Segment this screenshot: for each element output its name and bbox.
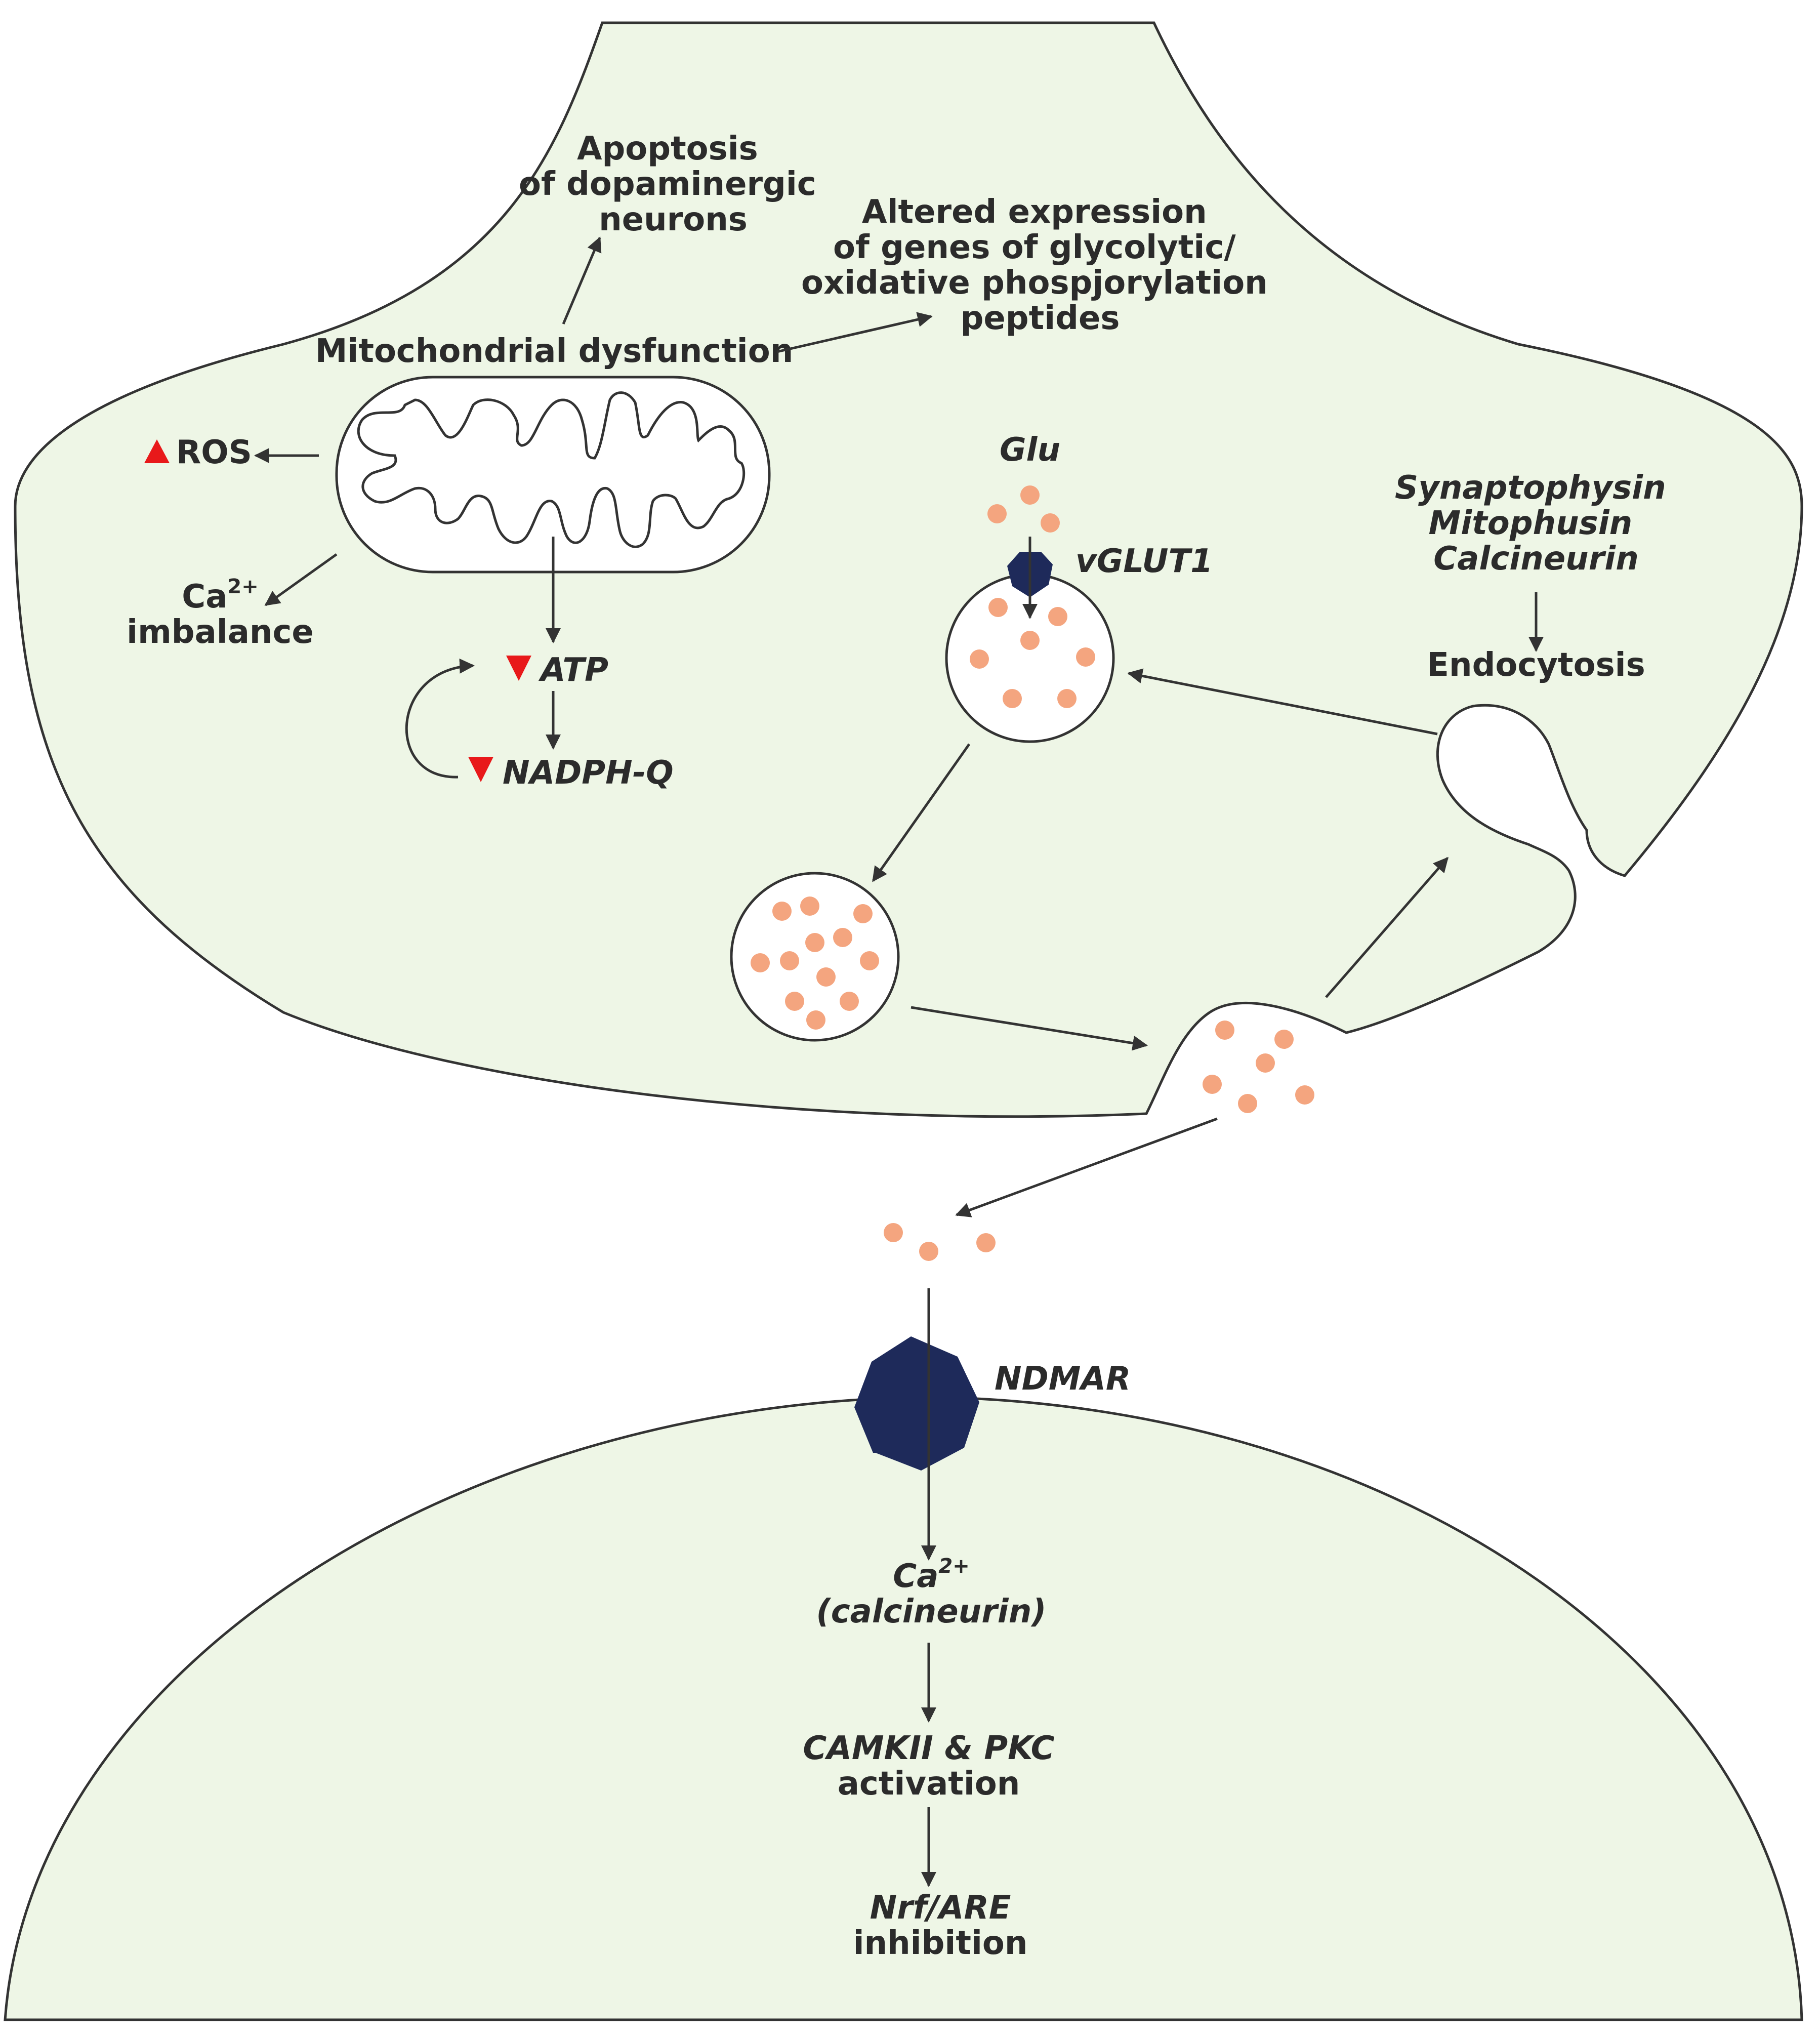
- arrow-vesicle-to-full-vesicle: [872, 743, 971, 882]
- mitochondrial-dysfunction-label: Mitochondrial dysfunction: [315, 333, 794, 370]
- ca-superscript: 2+: [227, 575, 258, 598]
- altered-expression-label: Altered expression of genes of glycolyti…: [801, 193, 1279, 337]
- arrow-release-to-endocytosis: [1325, 857, 1449, 998]
- altered-line-2: of genes of glycolytic/: [833, 229, 1236, 266]
- arrow-mito-to-altered-expression: [776, 312, 933, 353]
- ca2-label: Ca2+: [893, 1555, 970, 1595]
- arrow-release-to-cleft: [955, 1117, 1218, 1217]
- nadph-q-label: NADPH-Q: [503, 754, 674, 792]
- proteins-label: Synaptophysin Mitophusin Calcineurin: [1395, 469, 1677, 578]
- altered-line-3: oxidative phospjorylation: [801, 264, 1268, 302]
- ros-up-marker: [144, 439, 170, 463]
- ndmar-label: NDMAR: [995, 1360, 1131, 1398]
- ca-text: Ca: [182, 578, 227, 616]
- ros-label: ROS: [176, 434, 252, 471]
- ca-imbalance-label-1: Ca2+: [182, 575, 259, 616]
- activation-label: activation: [838, 1765, 1020, 1803]
- altered-line-4: peptides: [961, 300, 1120, 337]
- calcineurin-paren-label: (calcineurin): [816, 1593, 1046, 1631]
- altered-line-1: Altered expression: [862, 193, 1207, 231]
- apoptosis-line-2: of dopaminergic: [519, 166, 816, 203]
- ca2-superscript: 2+: [938, 1555, 969, 1578]
- arrows: [254, 236, 1544, 1887]
- arrow-nadph-feedback-to-atp: [405, 658, 475, 779]
- arrow-endocytosis-to-vesicle: [1127, 668, 1438, 736]
- atp-down-marker: [506, 656, 531, 681]
- arrow-mito-to-ca-imbalance: [264, 553, 338, 606]
- ndmar-receptor: [854, 1336, 979, 1471]
- mitochondrion: [335, 376, 771, 574]
- presynaptic-terminal: [14, 21, 1803, 1118]
- nadph-down-marker: [468, 757, 493, 782]
- apoptosis-label: Apoptosis of dopaminergic neurons: [519, 130, 828, 238]
- synaptophysin-label: Synaptophysin: [1395, 469, 1666, 507]
- mitophusin-label: Mitophusin: [1429, 505, 1633, 542]
- ca2-text: Ca: [893, 1558, 938, 1595]
- atp-label: ATP: [538, 651, 608, 689]
- vglut1-label: vGLUT1: [1076, 543, 1213, 580]
- arrow-mito-to-apoptosis: [562, 236, 602, 324]
- nrf-are-label: Nrf/ARE: [870, 1889, 1011, 1927]
- glutamate-molecules: [751, 485, 1314, 1261]
- calcineurin-label: Calcineurin: [1433, 540, 1639, 578]
- endocytosis-label: Endocytosis: [1427, 646, 1645, 684]
- apoptosis-line-3: neurons: [599, 201, 748, 238]
- glu-label: Glu: [1000, 431, 1060, 469]
- arrow-full-vesicle-to-membrane: [911, 1006, 1148, 1051]
- ca-imbalance-label-2: imbalance: [127, 614, 314, 651]
- apoptosis-line-1: Apoptosis: [577, 130, 758, 168]
- camkii-pkc-label: CAMKII & PKC: [803, 1730, 1054, 1767]
- inhibition-label: inhibition: [853, 1925, 1028, 1962]
